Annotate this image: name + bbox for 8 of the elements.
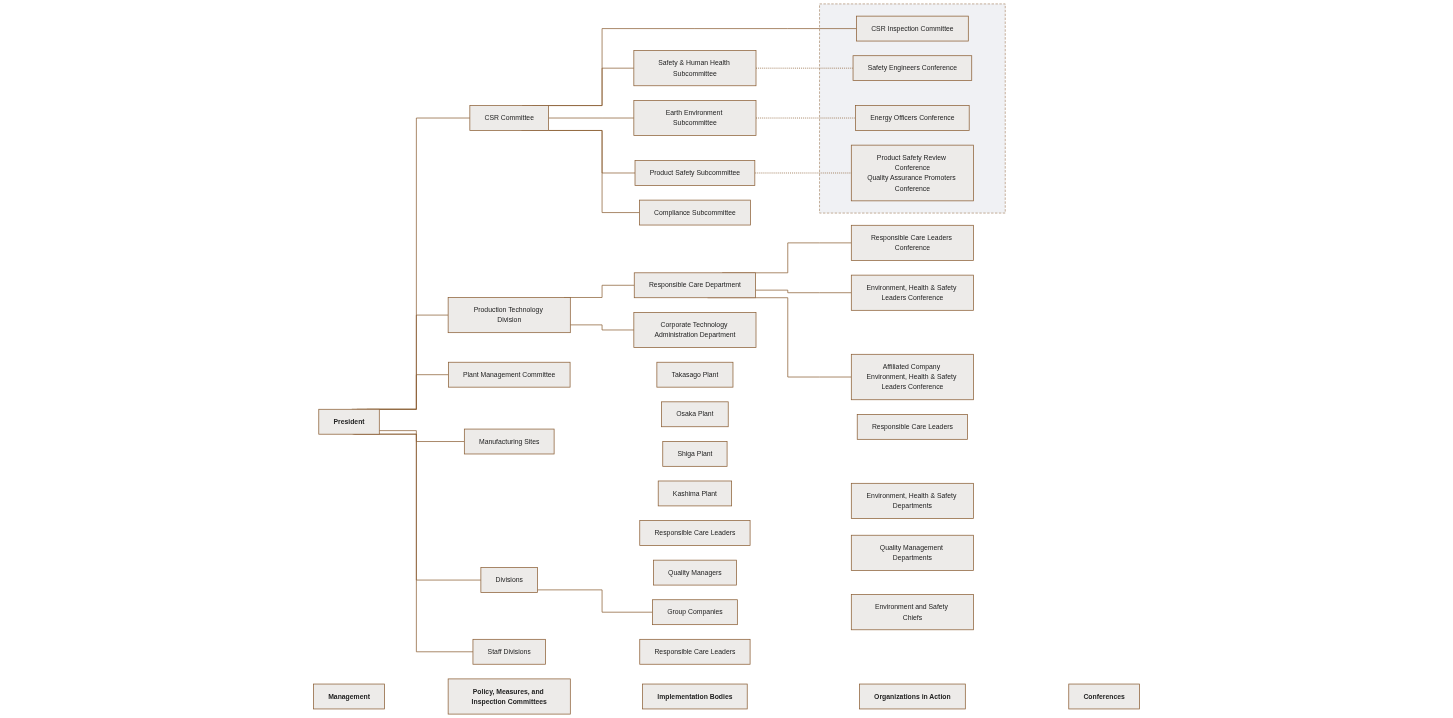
connector [755, 117, 856, 119]
connector [548, 117, 635, 119]
cluster [819, 3, 1006, 214]
connector [755, 289, 852, 294]
connector [378, 430, 465, 442]
connector [537, 589, 653, 613]
connector [569, 324, 635, 331]
connector [754, 172, 852, 174]
